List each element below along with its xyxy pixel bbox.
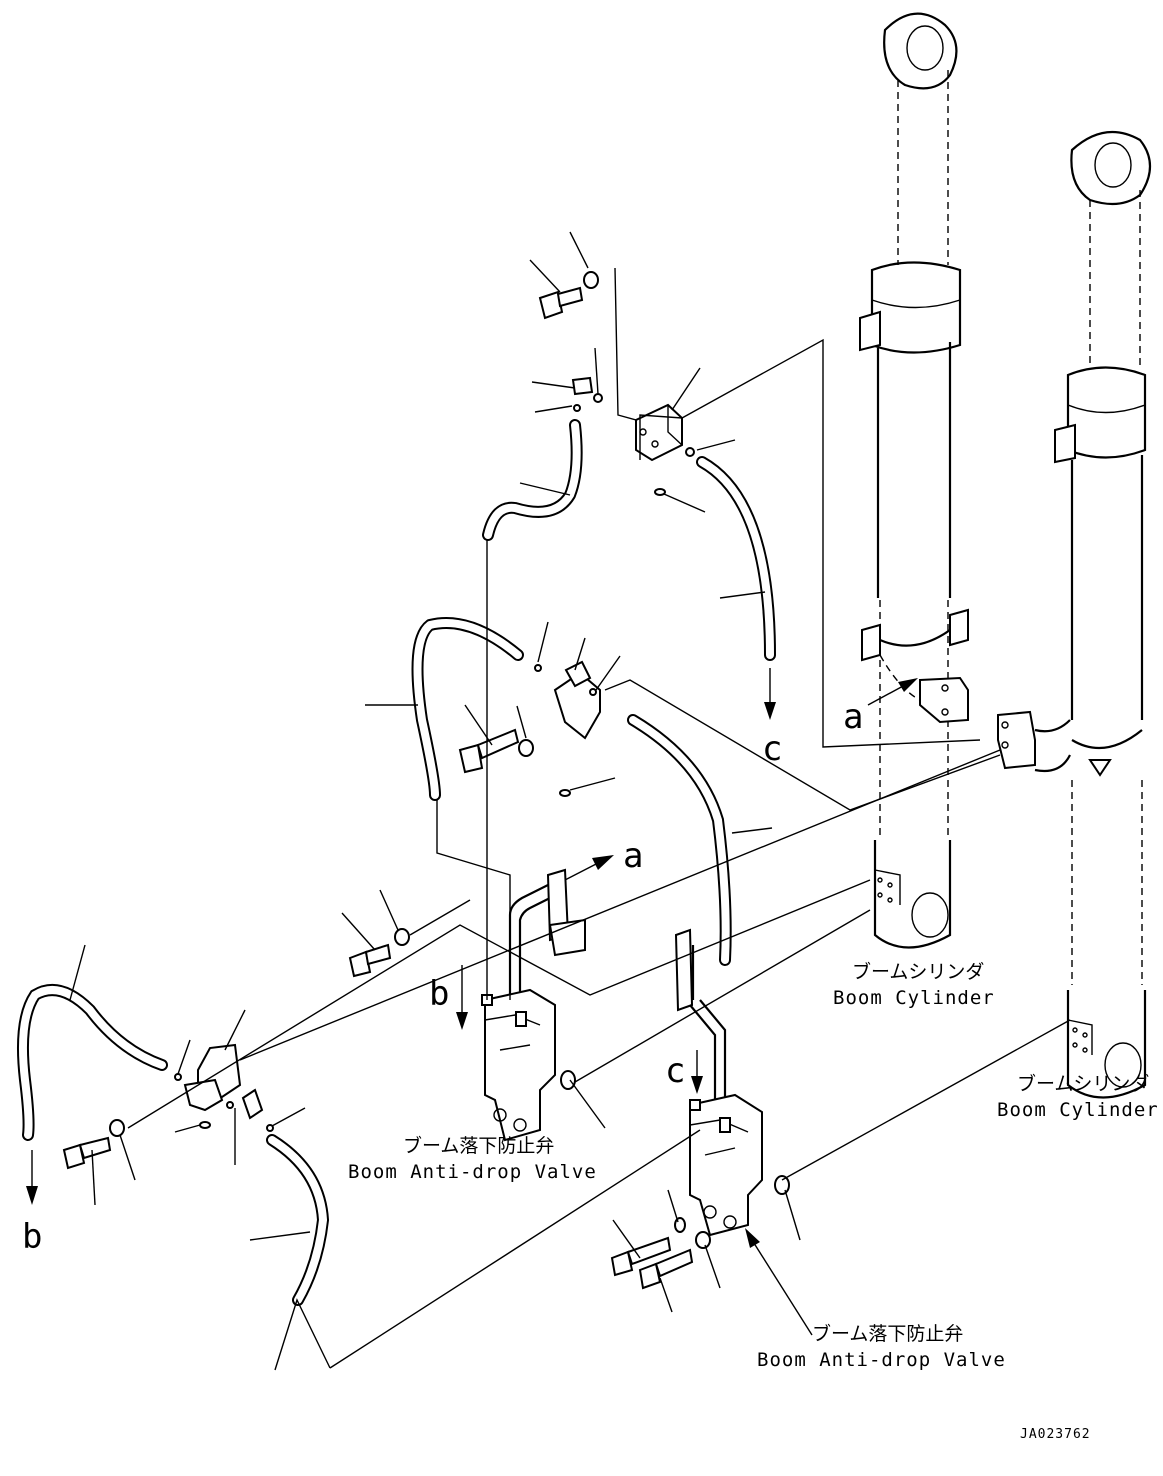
boom-cylinder-lower-jp-label: ブームシリンダ xyxy=(1017,1072,1149,1095)
hose-lower-left xyxy=(16,984,168,1141)
hose-middle-left xyxy=(411,617,524,801)
hose-upper-left xyxy=(482,419,583,541)
anti-drop-valve-right xyxy=(610,1093,790,1290)
drawing-code: JA023762 xyxy=(1020,1427,1091,1442)
boom-cylinder-upper-jp-label: ブームシリンダ xyxy=(852,960,984,983)
hose-upper-right xyxy=(696,456,776,661)
hose-lower-right xyxy=(266,1134,330,1306)
anti-drop-valve-left-jp-label: ブーム落下防止弁 xyxy=(403,1134,554,1157)
marker-a-arrow: a xyxy=(623,836,643,876)
boom-cylinder-2 xyxy=(1054,130,1152,1099)
anti-drop-valve-left-en-label: Boom Anti-drop Valve xyxy=(348,1161,597,1183)
boom-cylinder-upper-en-label: Boom Cylinder xyxy=(833,987,995,1009)
lower-left-bracket-assembly xyxy=(62,928,410,1170)
marker-b-hose-end: b xyxy=(22,1217,42,1257)
marker-b-valve: b xyxy=(429,974,449,1014)
hose-middle-right xyxy=(627,714,732,966)
anti-drop-valve-right-jp-label: ブーム落下防止弁 xyxy=(812,1322,963,1345)
middle-joint-assembly xyxy=(458,660,601,797)
marker-a-cylinder: a xyxy=(843,697,863,737)
anti-drop-valve-right-en-label: Boom Anti-drop Valve xyxy=(757,1349,1006,1371)
anti-drop-valve-left xyxy=(481,988,576,1142)
cylinder-pipe-bracket xyxy=(879,654,1071,773)
boom-cylinder-lower-en-label: Boom Cylinder xyxy=(997,1099,1159,1121)
boom-cylinder-1 xyxy=(859,12,969,949)
leader-lines xyxy=(69,231,1071,1371)
marker-c-valve: c xyxy=(665,1051,685,1091)
flow-arrows xyxy=(26,668,918,1336)
marker-c-hose-end: c xyxy=(762,729,782,769)
top-bracket-assembly xyxy=(538,271,695,496)
